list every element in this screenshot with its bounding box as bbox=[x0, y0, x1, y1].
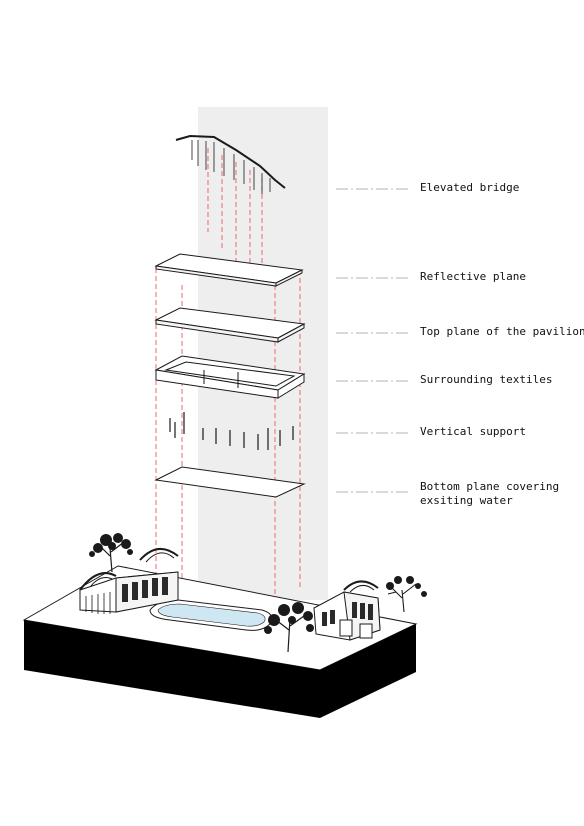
tree-center bbox=[264, 602, 314, 653]
light-column bbox=[198, 107, 328, 600]
surrounding-textiles bbox=[154, 355, 306, 399]
tree-right bbox=[386, 576, 427, 613]
leader-lines bbox=[336, 188, 408, 493]
label-vertical-support: Vertical support bbox=[420, 425, 526, 438]
label-reflective-plane: Reflective plane bbox=[420, 270, 526, 283]
vertical-supports bbox=[169, 412, 294, 450]
bottom-plane bbox=[154, 466, 306, 498]
label-elevated-bridge: Elevated bridge bbox=[420, 181, 520, 194]
label-bottom-plane-line2: exsiting water bbox=[420, 494, 513, 507]
tree-left bbox=[89, 533, 133, 573]
reflective-plane bbox=[154, 253, 304, 287]
label-top-plane: Top plane of the pavilion bbox=[420, 325, 584, 338]
base-right-face bbox=[320, 624, 416, 718]
label-bottom-plane: Bottom plane covering exsiting water bbox=[420, 480, 559, 508]
left-pavilion-building bbox=[79, 548, 179, 614]
elevated-bridge bbox=[175, 134, 286, 194]
right-pavilion-building bbox=[313, 580, 381, 641]
top-plane bbox=[154, 307, 306, 343]
label-surrounding-textiles: Surrounding textiles bbox=[420, 373, 553, 386]
label-bottom-plane-line1: Bottom plane covering bbox=[420, 480, 560, 493]
base-front-face bbox=[24, 620, 320, 718]
